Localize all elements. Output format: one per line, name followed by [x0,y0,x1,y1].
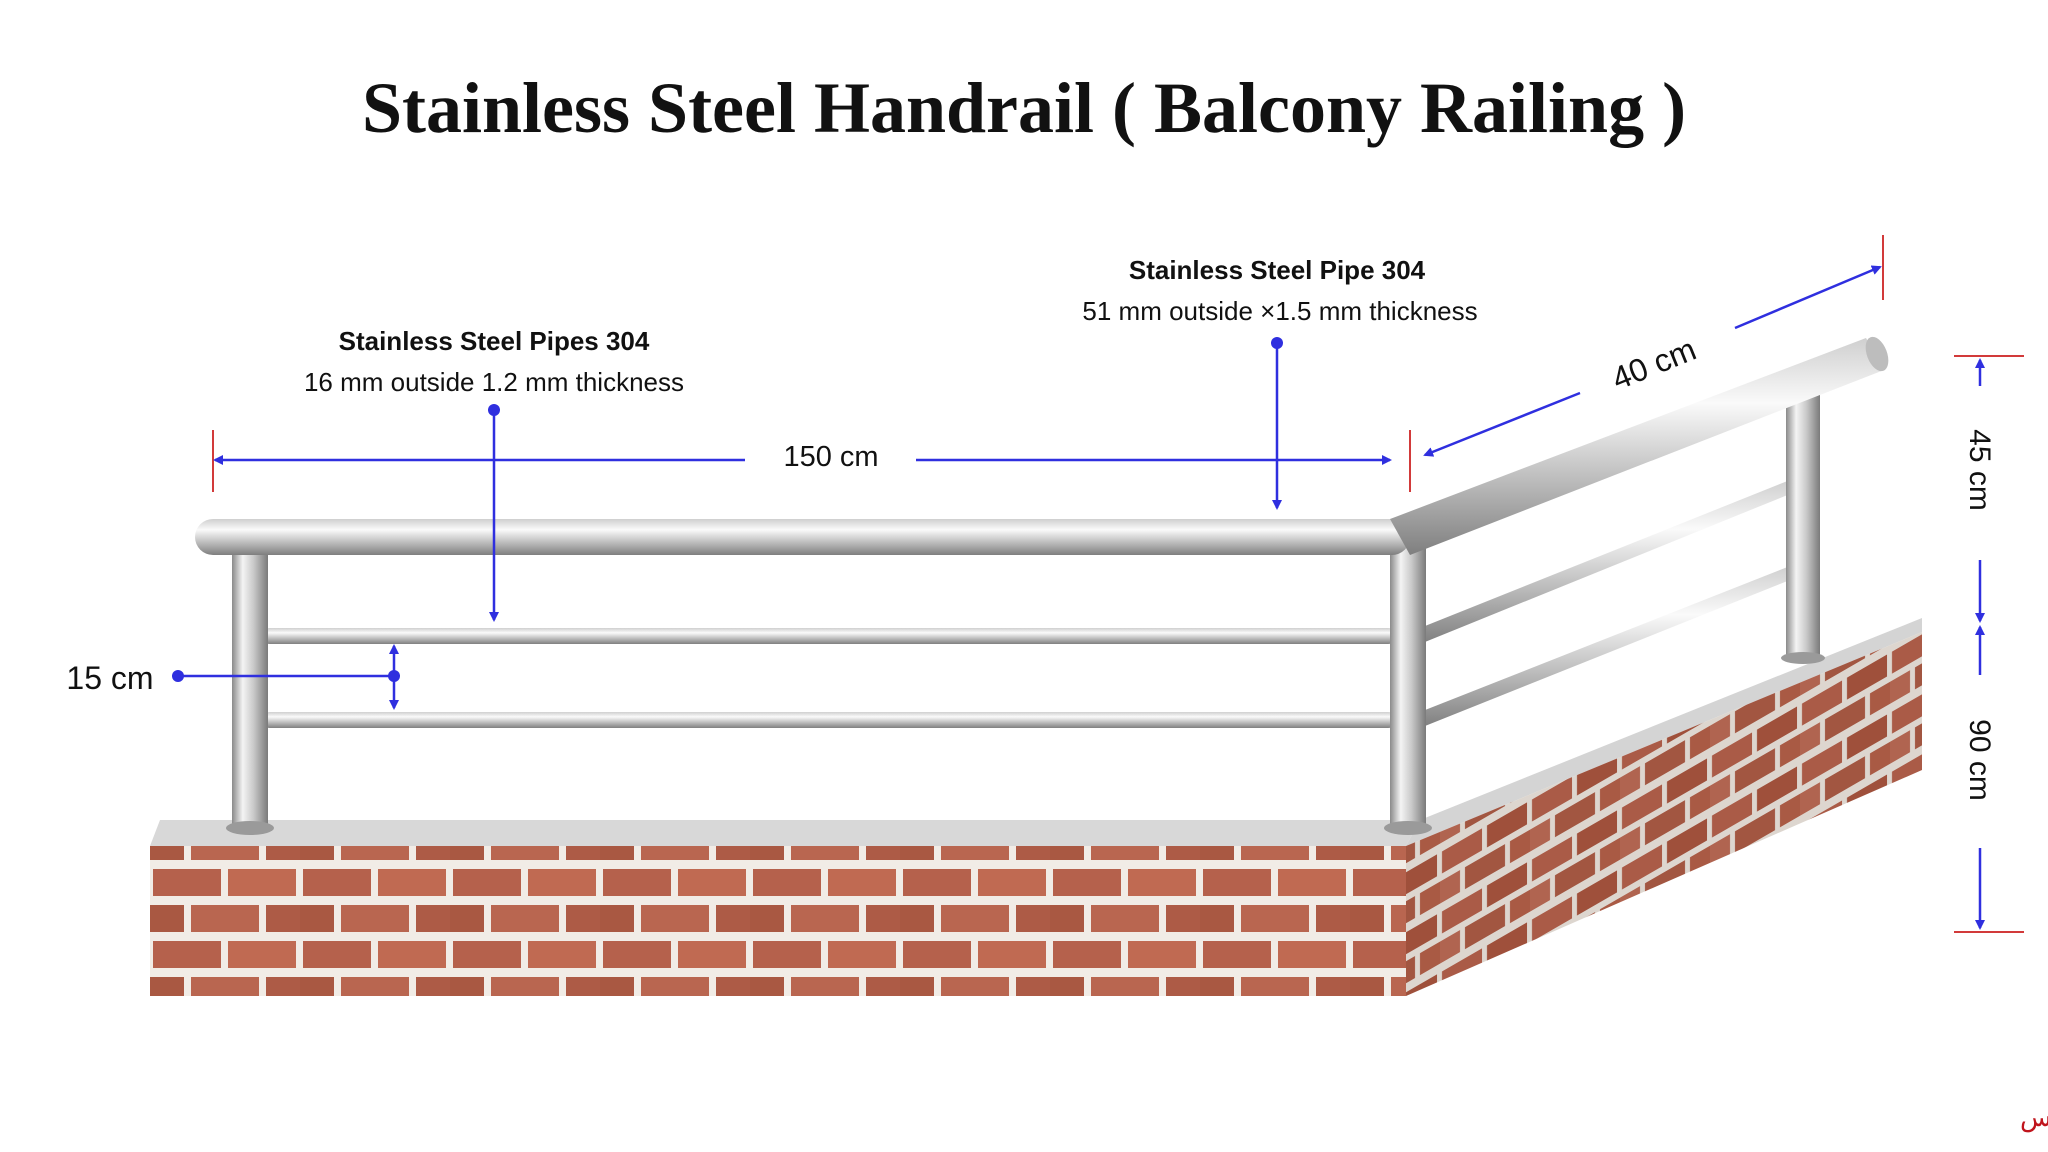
page-title: Stainless Steel Handrail ( Balcony Raili… [362,68,1686,148]
callout-main-pipe-heading: Stainless Steel Pipe 304 [1129,255,1426,285]
handrail [195,336,1889,835]
rail-upper-side [1420,480,1790,644]
post-right [1786,395,1820,658]
post-left [232,548,268,828]
dim-spacing-label: 15 cm [66,660,153,696]
callout-small-pipes-spec: 16 mm outside 1.2 mm thickness [304,367,684,397]
callout-main-pipe-spec: 51 mm outside ×1.5 mm thickness [1082,296,1477,326]
dim-incline-arrow-a [1423,391,1581,457]
rail-lower-side [1420,566,1790,728]
dim-incline-label: 40 cm [1607,331,1701,397]
wall-side-face [1406,632,1922,996]
dim-length-label: 150 cm [783,441,878,473]
rail-lower-front [262,712,1396,728]
callout-small-pipes-heading: Stainless Steel Pipes 304 [339,326,650,356]
top-handrail-side [1390,338,1884,555]
dimension-annotations: 150 cm 40 cm 15 cm 45 cm 90 cm [66,235,2024,933]
post-corner [1390,548,1426,828]
callout-main-pipe: Stainless Steel Pipe 304 51 mm outside ×… [1082,255,1478,510]
rail-upper-front [262,628,1396,644]
wall-side-cap [1406,618,1922,846]
dim-upper-height-label: 45 cm [1963,429,1996,511]
brick-wall [150,618,1922,996]
wall-front-face [150,846,1406,996]
top-handrail-front [195,519,1410,555]
callout-small-pipes: Stainless Steel Pipes 304 16 mm outside … [304,326,684,622]
dim-incline-arrow-b [1734,265,1882,330]
wall-cap [150,820,1420,846]
hashtag-text: #لاشين_للاستانلس [2020,1102,2048,1133]
dim-wall-height-label: 90 cm [1963,719,1996,801]
